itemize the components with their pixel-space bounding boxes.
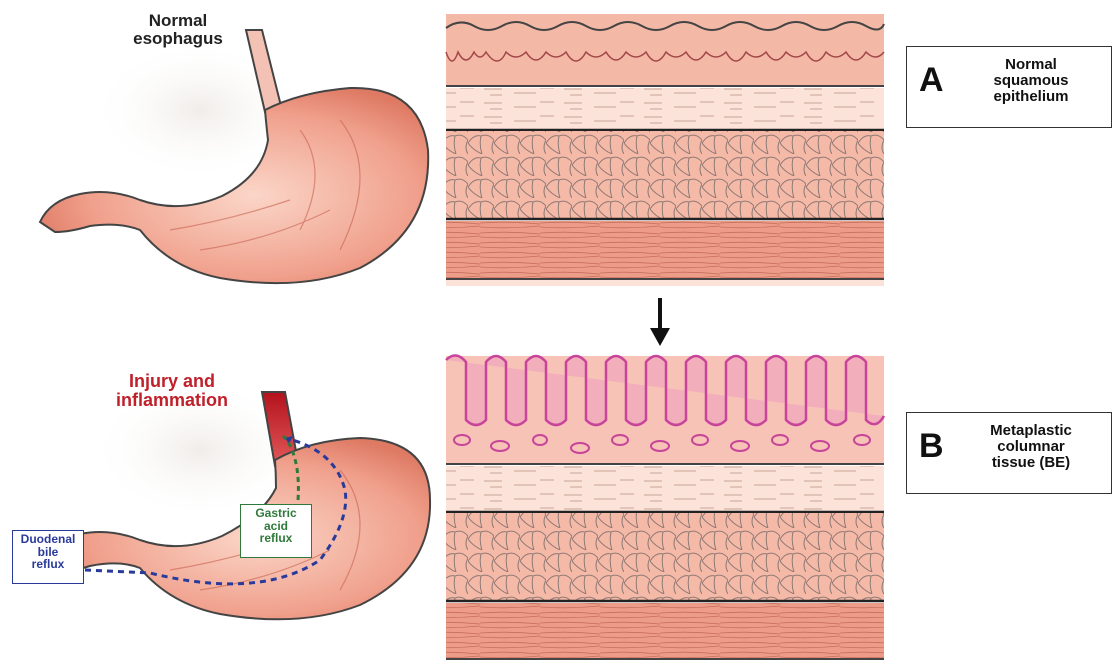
gastric-label: Gastric acid reflux — [240, 504, 312, 558]
down-arrow-icon — [650, 298, 670, 346]
panel-b-box: B Metaplastic columnar tissue (BE) — [906, 412, 1112, 494]
injury-label: Injury and inflammation — [88, 372, 256, 410]
panel-b-letter: B — [919, 427, 944, 466]
panel-a-box: A Normal squamous epithelium — [906, 46, 1112, 128]
normal-esophagus-label: Normal esophagus — [108, 12, 248, 48]
panel-a-tissue — [446, 14, 884, 286]
panel-b-text: Metaplastic columnar tissue (BE) — [961, 423, 1101, 472]
normal-stomach-drawing — [40, 30, 428, 283]
injured-stomach-drawing — [40, 380, 430, 619]
panel-b-tissue — [446, 355, 884, 659]
duodenal-label: Duodenal bile reflux — [12, 530, 84, 584]
panel-a-letter: A — [919, 61, 944, 100]
panel-a-text: Normal squamous epithelium — [961, 57, 1101, 106]
